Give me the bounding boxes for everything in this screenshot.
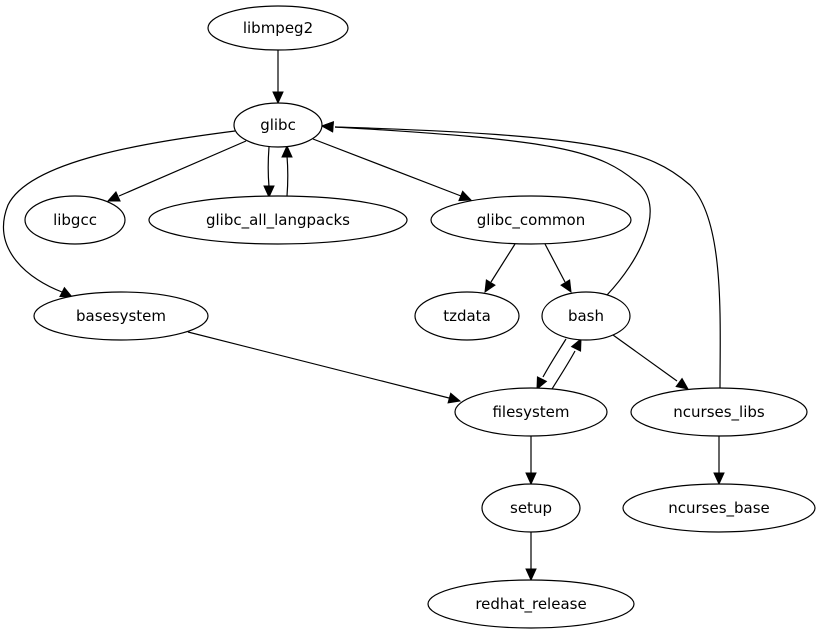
node-label: bash xyxy=(568,307,604,325)
node-libgcc[interactable]: libgcc xyxy=(24,195,126,245)
edge-glibc-to-glibc_common xyxy=(312,138,473,202)
node-ellipse[interactable] xyxy=(622,483,816,533)
arrowhead-icon xyxy=(484,279,496,294)
arrowhead-icon xyxy=(525,472,537,486)
node-ellipse[interactable] xyxy=(481,483,581,533)
node-label: tzdata xyxy=(443,307,491,325)
node-setup[interactable]: setup xyxy=(481,483,581,533)
node-label: setup xyxy=(510,499,552,517)
edge-line xyxy=(544,243,566,283)
node-label: glibc_common xyxy=(477,211,585,230)
node-basesystem[interactable]: basesystem xyxy=(33,291,209,341)
edge-line xyxy=(612,334,678,382)
node-ellipse[interactable] xyxy=(24,195,126,245)
arrowhead-icon xyxy=(570,337,582,352)
arrowhead-icon xyxy=(536,376,548,391)
arrowhead-icon xyxy=(525,568,537,582)
edge-filesystem-to-bash xyxy=(551,337,582,390)
arrowhead-icon xyxy=(272,91,284,105)
arrowhead-icon xyxy=(263,185,275,199)
edge-bash-to-ncurses_libs xyxy=(612,334,689,390)
edge-line xyxy=(118,140,247,197)
edge-glibc_common-to-tzdata xyxy=(484,243,516,294)
arrowhead-icon xyxy=(59,286,74,298)
edge-ncurses_libs-to-glibc xyxy=(320,121,721,389)
edge-line xyxy=(286,155,289,197)
arrowhead-icon xyxy=(106,190,121,202)
node-glibc-common[interactable]: glibc_common xyxy=(430,195,632,245)
node-ellipse[interactable] xyxy=(414,291,520,341)
node-filesystem[interactable]: filesystem xyxy=(454,387,608,437)
node-label: glibc_all_langpacks xyxy=(206,211,350,230)
edge-line xyxy=(2,130,236,293)
edge-line xyxy=(551,350,576,390)
edge-glibc_common-to-bash xyxy=(544,243,572,294)
edge-line xyxy=(267,146,270,188)
node-ellipse[interactable] xyxy=(148,195,408,245)
node-label: basesystem xyxy=(76,307,166,325)
arrowhead-icon xyxy=(458,190,473,202)
edge-glibc_all_langpacks-to-glibc xyxy=(281,144,293,197)
arrowhead-icon xyxy=(447,392,462,404)
edge-glibc-to-basesystem xyxy=(2,130,236,298)
edge-line xyxy=(542,338,567,378)
node-libmpeg2[interactable]: libmpeg2 xyxy=(207,5,349,51)
node-tzdata[interactable]: tzdata xyxy=(414,291,520,341)
node-ellipse[interactable] xyxy=(233,102,323,148)
node-label: libgcc xyxy=(53,211,97,229)
arrowhead-icon xyxy=(675,377,689,390)
node-label: glibc xyxy=(260,116,296,134)
edge-basesystem-to-filesystem xyxy=(187,331,462,404)
arrowhead-icon xyxy=(281,144,293,158)
arrowhead-icon xyxy=(320,121,334,133)
node-label: ncurses_base xyxy=(668,499,770,518)
node-ellipse[interactable] xyxy=(541,291,631,341)
node-label: filesystem xyxy=(492,403,569,421)
node-ellipse[interactable] xyxy=(207,5,349,51)
node-label: ncurses_libs xyxy=(673,403,765,422)
edge-line xyxy=(334,126,651,296)
node-ellipse[interactable] xyxy=(33,291,209,341)
edge-line xyxy=(187,331,450,399)
nodes-layer: libmpeg2 glibc libgcc glibc_all_langpacks gl… xyxy=(24,5,816,629)
node-glibc-all-langpacks[interactable]: glibc_all_langpacks xyxy=(148,195,408,245)
node-ellipse[interactable] xyxy=(454,387,608,437)
node-glibc[interactable]: glibc xyxy=(233,102,323,148)
node-ncurses-libs[interactable]: ncurses_libs xyxy=(630,387,808,437)
node-bash[interactable]: bash xyxy=(541,291,631,341)
edges-layer xyxy=(2,50,725,582)
edge-glibc-to-glibc_all_langpacks xyxy=(263,146,275,199)
arrowhead-icon xyxy=(713,472,725,486)
edge-filesystem-to-setup xyxy=(525,436,537,486)
node-ncurses-base[interactable]: ncurses_base xyxy=(622,483,816,533)
edge-ncurses_libs-to-ncurses_base xyxy=(713,436,725,486)
edge-setup-to-redhat_release xyxy=(525,532,537,582)
node-ellipse[interactable] xyxy=(430,195,632,245)
edge-line xyxy=(490,243,516,283)
node-ellipse[interactable] xyxy=(427,579,635,629)
edge-line xyxy=(334,126,721,389)
edge-glibc-to-libgcc xyxy=(106,140,247,202)
edge-line xyxy=(312,138,462,197)
edge-bash-to-filesystem xyxy=(536,338,567,391)
node-label: libmpeg2 xyxy=(243,19,313,37)
node-redhat-release[interactable]: redhat_release xyxy=(427,579,635,629)
arrowhead-icon xyxy=(560,279,572,294)
edge-libmpeg2-to-glibc xyxy=(272,50,284,105)
node-ellipse[interactable] xyxy=(630,387,808,437)
node-label: redhat_release xyxy=(475,595,586,614)
